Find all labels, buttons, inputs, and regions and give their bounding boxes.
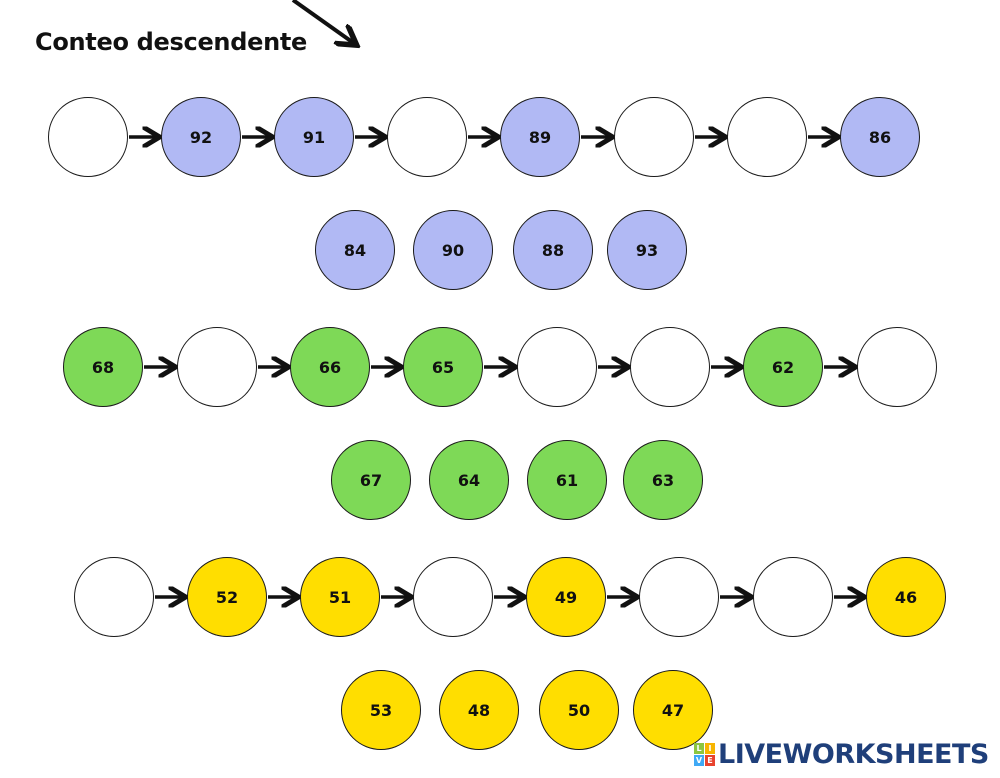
sequence-number-circle: 89 [500, 97, 580, 177]
sequence-number-circle: 52 [187, 557, 267, 637]
draggable-number-option[interactable]: 47 [633, 670, 713, 750]
draggable-number-option[interactable]: 53 [341, 670, 421, 750]
answer-drop-slot[interactable] [74, 557, 154, 637]
logo-letter: L [694, 743, 704, 754]
answer-drop-slot[interactable] [630, 327, 710, 407]
page-title: Conteo descendente [35, 28, 308, 56]
draggable-number-option[interactable]: 88 [513, 210, 593, 290]
draggable-number-option[interactable]: 48 [439, 670, 519, 750]
answer-drop-slot[interactable] [48, 97, 128, 177]
draggable-number-option[interactable]: 90 [413, 210, 493, 290]
draggable-number-option[interactable]: 63 [623, 440, 703, 520]
draggable-number-option[interactable]: 50 [539, 670, 619, 750]
sequence-number-circle: 65 [403, 327, 483, 407]
sequence-number-circle: 66 [290, 327, 370, 407]
answer-drop-slot[interactable] [517, 327, 597, 407]
decorative-arrow-icon [291, 0, 355, 44]
sequence-number-circle: 68 [63, 327, 143, 407]
sequence-number-circle: 91 [274, 97, 354, 177]
logo-text: LIVEWORKSHEETS [718, 739, 989, 770]
draggable-number-option[interactable]: 84 [315, 210, 395, 290]
draggable-number-option[interactable]: 67 [331, 440, 411, 520]
answer-drop-slot[interactable] [727, 97, 807, 177]
answer-drop-slot[interactable] [413, 557, 493, 637]
draggable-number-option[interactable]: 61 [527, 440, 607, 520]
sequence-number-circle: 46 [866, 557, 946, 637]
sequence-number-circle: 51 [300, 557, 380, 637]
sequence-number-circle: 49 [526, 557, 606, 637]
logo-letter: I [705, 743, 715, 754]
sequence-number-circle: 62 [743, 327, 823, 407]
logo-letter: V [694, 755, 704, 766]
answer-drop-slot[interactable] [614, 97, 694, 177]
draggable-number-option[interactable]: 64 [429, 440, 509, 520]
answer-drop-slot[interactable] [177, 327, 257, 407]
logo-letter: E [705, 755, 715, 766]
answer-drop-slot[interactable] [753, 557, 833, 637]
liveworksheets-logo: L I V E LIVEWORKSHEETS [694, 739, 989, 770]
draggable-number-option[interactable]: 93 [607, 210, 687, 290]
answer-drop-slot[interactable] [387, 97, 467, 177]
logo-mark-icon: L I V E [694, 743, 715, 766]
sequence-number-circle: 92 [161, 97, 241, 177]
answer-drop-slot[interactable] [639, 557, 719, 637]
sequence-number-circle: 86 [840, 97, 920, 177]
answer-drop-slot[interactable] [857, 327, 937, 407]
